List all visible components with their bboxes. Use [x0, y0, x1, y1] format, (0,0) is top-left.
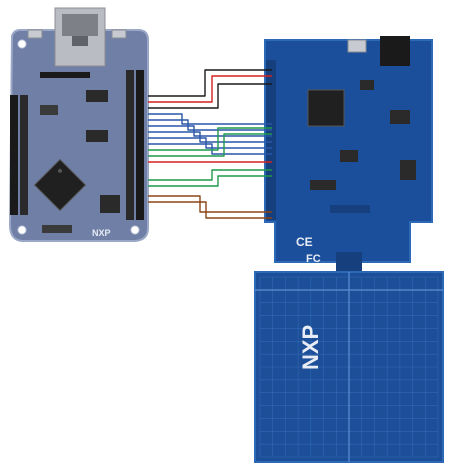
usb-connector-right [111, 29, 127, 39]
wire-8 [148, 137, 272, 149]
wire-11 [148, 133, 272, 157]
dc-power-jack [380, 36, 410, 66]
reader-usb-connector [347, 39, 367, 53]
connection-wires [148, 69, 272, 219]
fcc-mark: FC [306, 253, 321, 265]
wire-9 [148, 143, 272, 155]
usb-connector-left [27, 29, 43, 39]
right-pin-header-inner [126, 70, 134, 220]
mount-hole [17, 39, 27, 49]
component-block [390, 110, 410, 124]
component-block [40, 105, 58, 115]
right-pin-header-outer [136, 70, 144, 220]
antenna-connector [336, 252, 362, 272]
component-block [42, 225, 72, 233]
mount-hole [130, 225, 140, 235]
antenna-logo: NXP [298, 325, 323, 370]
left-pin-header-inner [20, 95, 28, 215]
wire-2 [148, 75, 272, 103]
right-reader-board: CE FC [264, 36, 433, 272]
component-block [100, 195, 120, 213]
wire-3 [148, 83, 272, 109]
wire-13 [148, 169, 272, 181]
mcu-chip [33, 158, 87, 212]
reader-main-chip [307, 89, 345, 127]
wire-15 [148, 195, 272, 213]
left-pin-header-outer [10, 95, 18, 215]
component-block [330, 205, 370, 213]
ethernet-jack-tab [72, 36, 88, 46]
component-block [86, 90, 108, 102]
component-block [400, 160, 416, 180]
wire-16 [148, 201, 272, 219]
top-pin-header [40, 72, 90, 78]
wire-14 [148, 175, 272, 187]
component-block [360, 80, 374, 90]
reader-header-pins [266, 60, 276, 220]
component-block [310, 180, 336, 190]
wire-6 [148, 125, 272, 137]
mount-hole [17, 225, 27, 235]
antenna-board: NXP [254, 271, 444, 463]
left-board-logo: NXP [92, 228, 111, 238]
wire-5 [148, 119, 272, 131]
wire-7 [148, 131, 272, 143]
wire-4 [148, 113, 272, 125]
ethernet-jack-port [62, 14, 98, 36]
component-block [340, 150, 358, 162]
left-mcu-board: NXP [8, 7, 149, 242]
ce-mark: CE [296, 235, 313, 249]
component-block [86, 130, 108, 142]
wire-10 [148, 127, 272, 151]
wire-1 [148, 69, 272, 97]
